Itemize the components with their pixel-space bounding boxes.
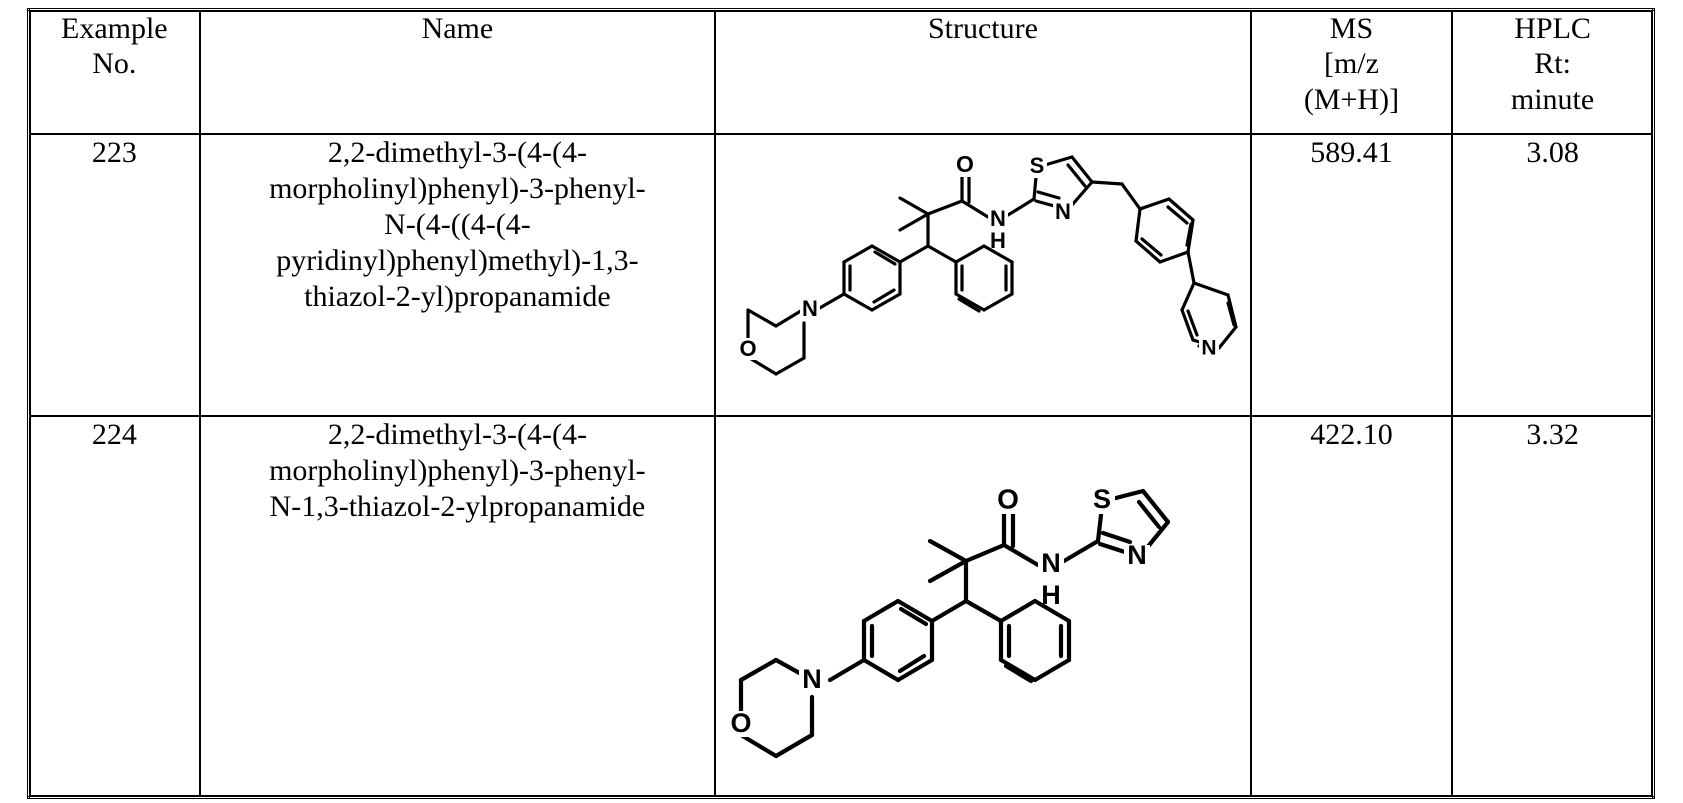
cell-rt-value: 3.08 — [1451, 133, 1655, 417]
structure-canvas-223: O N O N H S N — [717, 136, 1249, 414]
atom-label-O-morpholine: O — [740, 336, 757, 361]
compound-data-table: Example No. Name Structure MS [m/z (M+H)… — [27, 8, 1655, 799]
structure-canvas-224: O N O N H S N — [717, 418, 1249, 795]
chemical-structure-224: O N O N H S N — [728, 483, 1171, 759]
name-line: 2,2-dimethyl-3-(4-(4- — [327, 418, 587, 451]
table-header: Example No. Name Structure MS [m/z (M+H)… — [27, 8, 1655, 135]
cell-compound-name: 2,2-dimethyl-3-(4-(4- morpholinyl)phenyl… — [198, 415, 717, 798]
table-row: 224 2,2-dimethyl-3-(4-(4- morpholinyl)ph… — [27, 415, 1655, 798]
header-text-ms-1: MS — [1329, 12, 1374, 45]
header-cell-hplc: HPLC Rt: minute — [1451, 8, 1655, 135]
atom-label-O-carbonyl: O — [956, 151, 974, 177]
header-cell-structure: Structure — [714, 8, 1252, 135]
atom-label-N-amide: N — [990, 206, 1006, 231]
atom-label-H-amide: H — [990, 228, 1006, 253]
atom-label-O-morpholine: O — [731, 708, 752, 738]
header-text-hplc-2: Rt: — [1534, 47, 1571, 81]
cell-ms-value: 589.41 — [1249, 133, 1454, 417]
atom-label-N-amide: N — [1041, 548, 1061, 578]
cell-compound-name: 2,2-dimethyl-3-(4-(4- morpholinyl)phenyl… — [198, 133, 717, 417]
header-text-no: No. — [92, 47, 137, 81]
header-text-ms-3: (M+H)] — [1303, 82, 1400, 116]
atom-label-O-carbonyl: O — [997, 483, 1019, 514]
header-cell-name: Name — [198, 8, 717, 135]
name-line: 2,2-dimethyl-3-(4-(4- — [327, 136, 587, 169]
name-line: N-(4-((4-(4- — [384, 208, 531, 241]
atom-label-N-morpholine: N — [802, 664, 822, 694]
name-line: thiazol-2-yl)propanamide — [304, 280, 611, 313]
table-row: 223 2,2-dimethyl-3-(4-(4- morpholinyl)ph… — [27, 133, 1655, 417]
cell-example-no: 224 — [27, 415, 201, 798]
chemical-structure-223: O N O N H S N — [738, 151, 1238, 376]
name-line: morpholinyl)phenyl)-3-phenyl- — [269, 172, 646, 205]
atom-label-N-thiazole: N — [1055, 199, 1071, 224]
cell-structure: O N O N H S N — [714, 133, 1252, 417]
cell-ms-value: 422.10 — [1249, 415, 1454, 798]
name-line: pyridinyl)phenyl)methyl)-1,3- — [276, 244, 639, 277]
header-text-hplc-1: HPLC — [1514, 12, 1591, 45]
atom-label-S-thiazole: S — [1030, 153, 1045, 178]
header-text-structure: Structure — [927, 12, 1038, 45]
header-text-ms-2: [m/z — [1323, 47, 1379, 81]
header-cell-example-no: Example No. — [27, 8, 201, 135]
cell-rt-value: 3.32 — [1451, 415, 1655, 798]
header-text-name: Name — [421, 12, 494, 45]
atom-label-H-amide: H — [1041, 580, 1061, 610]
atom-label-S-thiazole: S — [1093, 484, 1111, 514]
name-line: N-1,3-thiazol-2-ylpropanamide — [269, 490, 646, 523]
atom-label-N-morpholine: N — [802, 296, 818, 321]
name-line: morpholinyl)phenyl)-3-phenyl- — [269, 454, 646, 487]
cell-example-no: 223 — [27, 133, 201, 417]
cell-structure: O N O N H S N — [714, 415, 1252, 798]
atom-label-N-pyridine: N — [1202, 337, 1217, 360]
header-text-hplc-3: minute — [1510, 82, 1595, 116]
header-text-example: Example — [61, 12, 168, 45]
table-body: 223 2,2-dimethyl-3-(4-(4- morpholinyl)ph… — [27, 133, 1655, 798]
atom-label-N-thiazole: N — [1127, 540, 1147, 570]
header-cell-ms: MS [m/z (M+H)] — [1249, 8, 1454, 135]
header-row: Example No. Name Structure MS [m/z (M+H)… — [27, 8, 1655, 135]
